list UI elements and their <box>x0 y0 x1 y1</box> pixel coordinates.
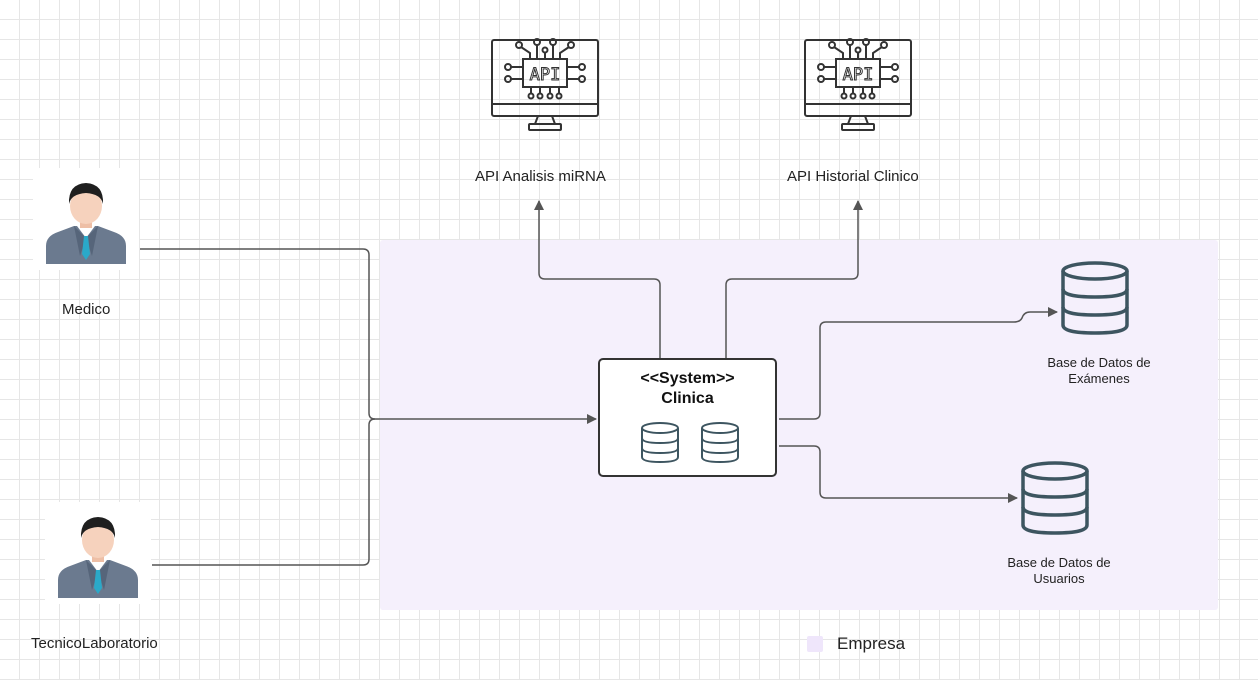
actor-label-medico: Medico <box>62 301 111 318</box>
legend-swatch-empresa <box>807 636 823 652</box>
db-label-usuarios: Base de Datos de Usuarios <box>989 555 1129 587</box>
legend-label-empresa: Empresa <box>837 634 906 653</box>
actor-label-tecnico-laboratorio: TecnicoLaboratorio <box>31 635 158 652</box>
actor-tecnico-laboratorio[interactable] <box>45 502 151 604</box>
db-label-examenes: Base de Datos de Exámenes <box>1029 355 1169 387</box>
database-icon <box>701 422 739 464</box>
api-monitor-icon[interactable]: API <box>802 27 914 134</box>
api-monitor-icon[interactable]: API <box>489 27 601 134</box>
doctor-avatar-icon <box>46 183 126 264</box>
connector-clinica-to-db-examenes <box>779 307 1058 420</box>
api-monitor-screen-text: API <box>530 65 561 85</box>
connector-clinica-to-api-mirna <box>534 200 661 358</box>
api-label-historial-clinico: API Historial Clinico <box>787 168 919 185</box>
actor-medico[interactable] <box>33 168 139 270</box>
database-icon[interactable] <box>1019 461 1091 537</box>
connector-clinica-to-db-usuarios <box>779 445 1018 503</box>
empresa-boundary <box>380 240 1218 610</box>
db-label-examenes-line2: Exámenes <box>1068 371 1130 386</box>
api-label-analisis-mirna: API Analisis miRNA <box>475 168 606 185</box>
connector-clinica-to-api-historial <box>725 200 863 358</box>
api-monitor-screen-text: API <box>843 65 874 85</box>
db-label-usuarios-line2: Usuarios <box>1033 571 1085 586</box>
connector-tecnico-to-clinica <box>152 418 376 566</box>
system-stereotype: <<System>> <box>640 370 735 387</box>
system-name: Clinica <box>661 390 714 407</box>
connector-medico-to-clinica <box>140 248 597 424</box>
database-icon <box>641 422 679 464</box>
database-icon[interactable] <box>1059 261 1131 337</box>
system-clinica[interactable]: <<System>> Clinica <box>598 358 777 477</box>
lab-technician-avatar-icon <box>58 517 138 598</box>
db-label-usuarios-line1: Base de Datos de <box>1007 555 1111 570</box>
db-label-examenes-line1: Base de Datos de <box>1047 355 1151 370</box>
